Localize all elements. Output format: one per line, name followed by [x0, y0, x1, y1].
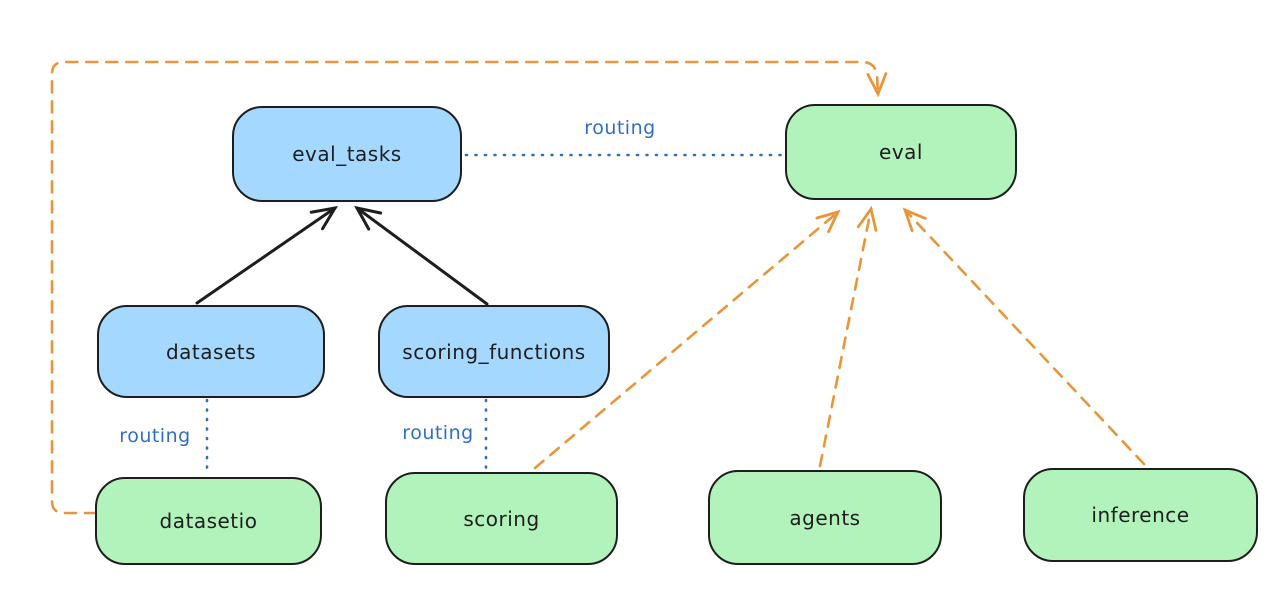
node-eval-label: eval [879, 140, 923, 164]
node-inference: inference [1023, 468, 1258, 562]
node-datasets-label: datasets [165, 339, 257, 364]
node-scoring: scoring [385, 472, 618, 565]
node-eval-tasks: eval_tasks [232, 106, 462, 202]
edge-datasetio-to-eval-loop [50, 60, 888, 515]
edge-datasets-to-eval-tasks [195, 205, 338, 305]
routing-label-datasets-datasetio: routing [119, 425, 191, 447]
node-datasetio: datasetio [95, 477, 322, 565]
node-eval-tasks-label: eval_tasks [292, 142, 402, 166]
routing-label-eval-tasks-eval: routing [584, 117, 656, 139]
node-datasetio-label: datasetio [159, 509, 258, 533]
edge-scoring-to-eval [533, 209, 841, 470]
node-scoring-functions-label: scoring_functions [402, 339, 586, 364]
node-scoring-functions: scoring_functions [378, 305, 610, 398]
edge-inference-to-eval [902, 207, 1146, 466]
edge-agents-to-eval [818, 205, 878, 468]
node-eval: eval [785, 104, 1017, 200]
node-agents: agents [708, 470, 942, 565]
node-datasets: datasets [97, 305, 325, 398]
node-inference-label: inference [1091, 503, 1190, 527]
node-scoring-label: scoring [463, 506, 540, 531]
node-agents-label: agents [789, 505, 861, 530]
edge-scoring-functions-to-eval-tasks [354, 205, 489, 306]
routing-label-scoring-functions-scoring: routing [402, 422, 474, 444]
